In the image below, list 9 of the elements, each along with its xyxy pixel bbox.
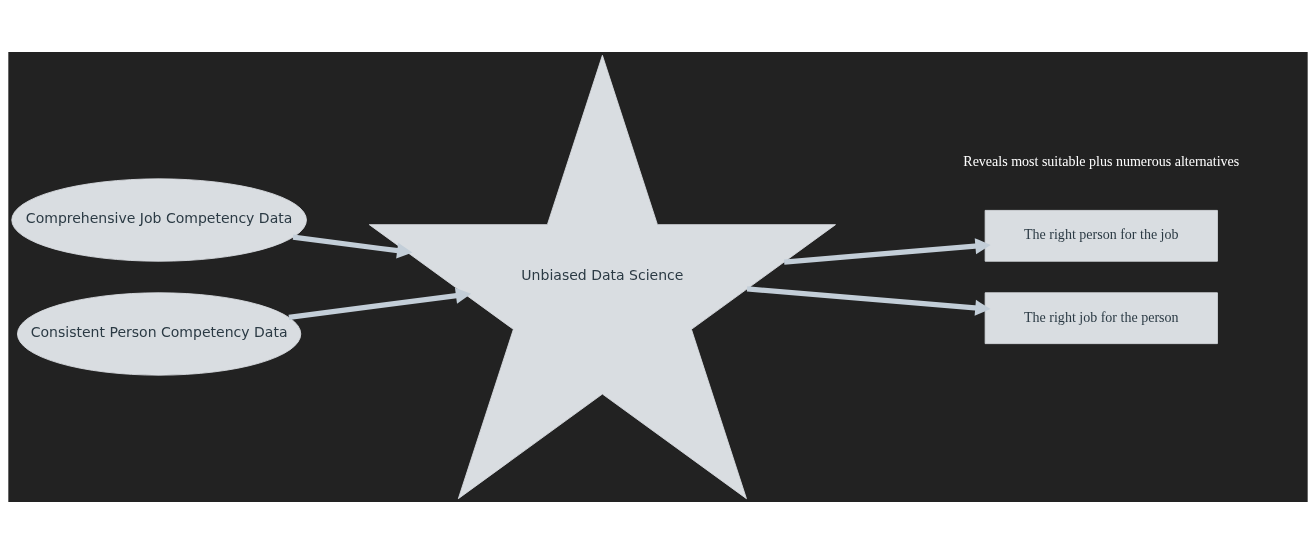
node-box: The right person for the job [984,209,1218,262]
label: Reveals most suitable plus numerous alternatives [963,153,1240,169]
node-ellipse: Consistent Person Competency Data [17,291,302,376]
arrow [288,287,472,320]
node-ellipse: Comprehensive Job Competency Data [11,177,307,262]
node-box: The right job for the person [984,291,1218,344]
arrow [783,237,991,265]
arrow [746,285,991,316]
arrow [292,234,413,259]
